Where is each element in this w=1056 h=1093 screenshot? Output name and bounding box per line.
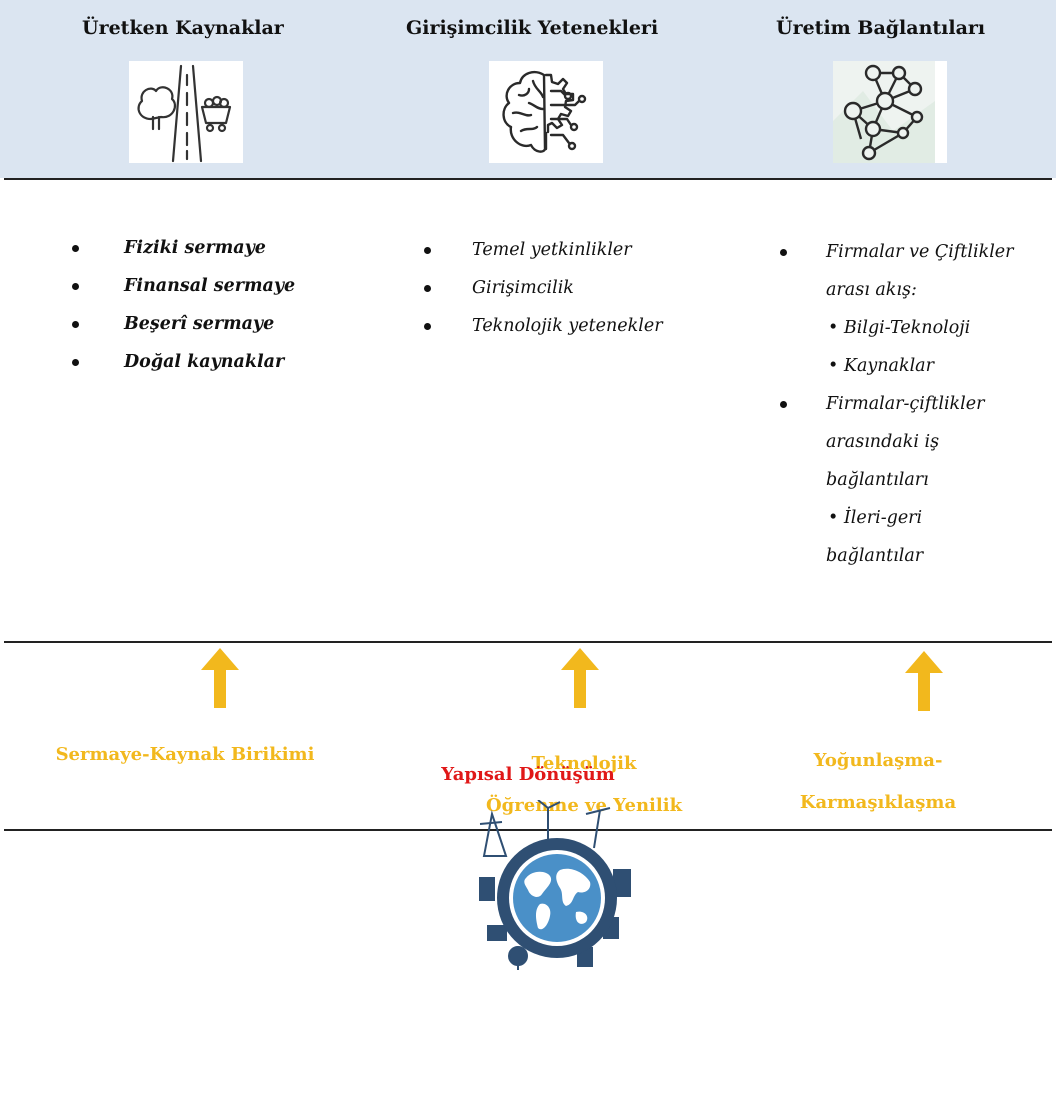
list-item: Firmalar ve Çiftlikler: [780, 233, 1014, 271]
list-item: bağlantılar: [826, 546, 924, 566]
list-item: Temel yetkinlikler: [424, 231, 663, 269]
column-title-uretken-kaynaklar: Üretken Kaynaklar: [82, 17, 284, 39]
list-item: • Kaynaklar: [828, 356, 934, 376]
list-uretim-baglantilari: Firmalar ve Çiftlikler arası akış: • Bil…: [780, 233, 1014, 575]
list-item: Doğal kaynaklar: [72, 343, 295, 381]
up-arrow-icon: [561, 648, 599, 708]
list-item: Fiziki sermaye: [72, 229, 295, 267]
footer-title: Yapısal Dönüşüm: [441, 764, 615, 785]
divider-middle: [4, 641, 1052, 643]
divider-top: [4, 178, 1052, 180]
list-item: Girişimcilik: [424, 269, 663, 307]
up-arrow-icon: [201, 648, 239, 708]
list-item: arasındaki iş: [826, 432, 940, 452]
list-item: bağlantıları: [826, 470, 929, 490]
list-item: arası akış:: [826, 280, 917, 300]
outcome-sermaye-kaynak-birikimi: Sermaye-Kaynak Birikimi: [55, 744, 315, 765]
outcome-yogunlasma-line2: Karmaşıklaşma: [799, 792, 957, 813]
list-item: Beşerî sermaye: [72, 305, 295, 343]
brain-gear-icon: [489, 61, 603, 163]
up-arrow-icon: [905, 651, 943, 711]
divider-bottom: [4, 829, 1052, 831]
network-nodes-icon: [833, 61, 947, 163]
list-item: • Bilgi-Teknoloji: [828, 318, 971, 338]
list-item: Teknolojik yetenekler: [424, 307, 663, 345]
outcome-teknolojik-line1: Teknolojik: [531, 753, 637, 774]
outcome-yogunlasma-line1: Yoğunlaşma-: [813, 750, 943, 771]
globe-industry-icon: [466, 799, 648, 982]
list-girisimcilik-yetenekleri: Temel yetkinlikler Girişimcilik Teknoloj…: [424, 231, 663, 345]
list-item: • İleri-geri: [828, 508, 923, 528]
column-title-uretim-baglantilari: Üretim Bağlantıları: [776, 17, 986, 39]
list-item: Firmalar-çiftlikler: [780, 385, 1014, 423]
column-title-girisimcilik-yetenekleri: Girişimcilik Yetenekleri: [406, 17, 659, 39]
list-uretken-kaynaklar: Fiziki sermaye Finansal sermaye Beşerî s…: [72, 229, 295, 381]
tree-road-cart-icon: [129, 61, 243, 163]
list-item: Finansal sermaye: [72, 267, 295, 305]
outcome-teknolojik-line2: Öğrenme ve Yenilik: [486, 795, 683, 816]
